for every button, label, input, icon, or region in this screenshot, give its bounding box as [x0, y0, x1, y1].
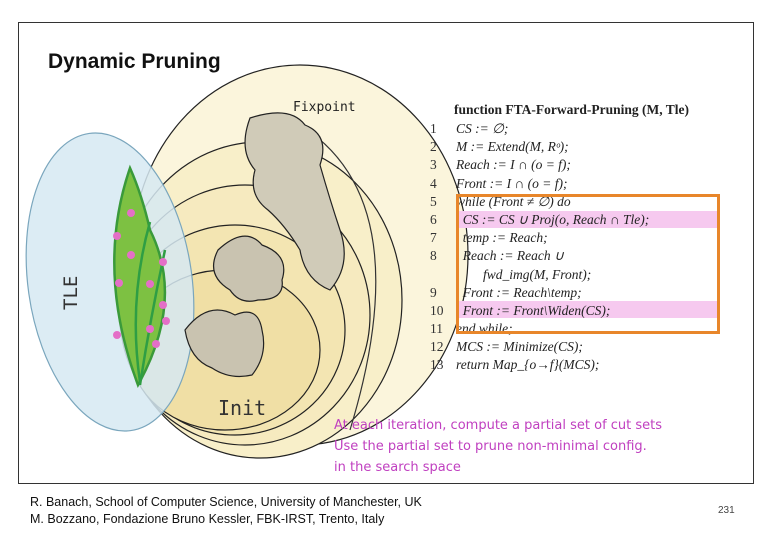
line-code: return Map_{o→f}(MCS);	[456, 357, 600, 373]
state-dot	[159, 258, 167, 266]
line-code: M := Extend(M, Rᵒ);	[456, 139, 569, 155]
line-number: 13	[430, 357, 444, 373]
state-dot	[146, 325, 154, 333]
footer-credits: R. Banach, School of Computer Science, U…	[30, 494, 422, 528]
algorithm-line: 5 while (Front ≠ ∅) do	[430, 193, 689, 211]
tle-label: TLE	[60, 275, 82, 310]
line-number: 10	[430, 302, 444, 318]
state-dot	[127, 209, 135, 217]
state-dot	[152, 340, 160, 348]
line-code: temp := Reach;	[456, 230, 548, 246]
grey-blob-top	[244, 112, 345, 291]
algorithm-line: fwd_img(M, Front);	[430, 266, 689, 284]
explanation-note: At each iteration, compute a partial set…	[334, 415, 662, 478]
line-number: 2	[430, 139, 437, 155]
line-code: CS := ∅;	[456, 121, 509, 136]
fixpoint-label: Fixpoint	[293, 100, 356, 115]
state-dot	[146, 280, 154, 288]
line-number: 7	[430, 230, 437, 246]
state-dot	[115, 279, 123, 287]
line-code: MCS := Minimize(CS);	[456, 339, 583, 355]
note-line-1: At each iteration, compute a partial set…	[334, 418, 663, 433]
algorithm-line: 2 M := Extend(M, Rᵒ);	[430, 138, 689, 156]
footer-line-1: R. Banach, School of Computer Science, U…	[30, 495, 422, 509]
line-number: 8	[430, 248, 437, 264]
grey-blob-bottom	[184, 309, 265, 378]
line-code: while (Front ≠ ∅) do	[456, 193, 571, 209]
state-dot	[113, 331, 121, 339]
line-code: Reach := Reach ∪	[456, 248, 564, 264]
line-code: Reach := I ∩ (o = f);	[456, 157, 571, 173]
line-number	[430, 266, 456, 284]
line-number: 3	[430, 157, 437, 173]
algorithm-header: function FTA-Forward-Pruning (M, Tle)	[454, 102, 689, 117]
line-code: Front := Front\Widen(CS);	[456, 302, 611, 318]
state-dots	[113, 209, 170, 348]
line-number: 5	[430, 193, 437, 209]
state-dot	[159, 301, 167, 309]
highlight-line-10	[458, 301, 720, 318]
algorithm-line: 13 return Map_{o→f}(MCS);	[430, 356, 689, 374]
green-inner-line-1	[134, 221, 152, 383]
line-number: 9	[430, 284, 437, 300]
algorithm-line: 12 MCS := Minimize(CS);	[430, 338, 689, 356]
algorithm-line: 9 Front := Reach\temp;	[430, 284, 689, 302]
line-code: Front := Reach\temp;	[456, 284, 582, 300]
grey-blob-middle	[212, 235, 285, 302]
line-code: CS := CS ∪ Proj(o, Reach ∩ Tle);	[456, 211, 650, 227]
algorithm-line: 8 Reach := Reach ∪	[430, 247, 689, 265]
page-number: 231	[718, 505, 735, 516]
algorithm-line: 10 Front := Front\Widen(CS);	[430, 302, 689, 320]
slide-title: Dynamic Pruning	[48, 50, 221, 73]
line-number: 1	[430, 121, 437, 136]
algorithm-line: 4 Front := I ∩ (o = f);	[430, 175, 689, 193]
line-code: Front := I ∩ (o = f);	[456, 175, 568, 191]
line-code: fwd_img(M, Front);	[456, 266, 592, 282]
init-label: Init	[218, 396, 267, 420]
footer-line-2: M. Bozzano, Fondazione Bruno Kessler, FB…	[30, 512, 385, 526]
note-line-3: in the search space	[334, 460, 461, 475]
note-line-2: Use the partial set to prune non-minimal…	[334, 439, 647, 454]
arc-line	[299, 124, 377, 431]
line-number: 12	[430, 339, 444, 355]
line-number: 4	[430, 175, 437, 191]
algorithm-line: 3 Reach := I ∩ (o = f);	[430, 156, 689, 174]
algorithm-line: 6 CS := CS ∪ Proj(o, Reach ∩ Tle);	[430, 211, 689, 229]
loop-highlight-box	[456, 194, 720, 334]
line-number: 11	[430, 321, 443, 337]
state-dot	[162, 317, 170, 325]
state-dot	[127, 251, 135, 259]
line-number: 6	[430, 211, 437, 227]
state-dot	[113, 232, 121, 240]
algorithm-line: 1 CS := ∅;	[430, 120, 689, 138]
algorithm-lines: 1 CS := ∅; 2 M := Extend(M, Rᵒ); 3 Reach := I…	[430, 120, 689, 375]
algorithm-line: 7 temp := Reach;	[430, 229, 689, 247]
highlight-line-6	[458, 211, 720, 228]
slide-frame	[18, 22, 754, 484]
